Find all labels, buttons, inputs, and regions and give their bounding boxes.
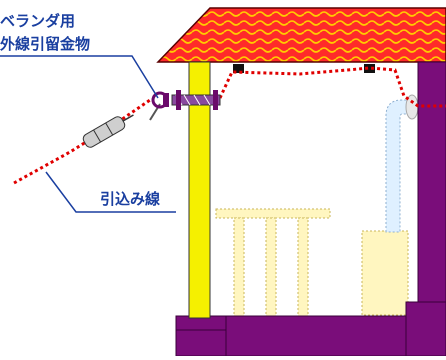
dropwire-leader xyxy=(45,171,176,213)
dropwire-path xyxy=(13,66,446,185)
dropwire-label: 引込み線 xyxy=(100,190,161,208)
beam-block-left xyxy=(233,64,244,73)
pipe xyxy=(385,99,417,233)
bracket-label-line1: ベランダ用 xyxy=(0,12,76,30)
floor-base-right xyxy=(405,301,446,357)
pillar xyxy=(188,61,211,319)
floor-base xyxy=(175,315,409,357)
table xyxy=(215,208,331,319)
right-wall xyxy=(417,61,446,303)
hook-bracket-icon xyxy=(149,90,221,121)
box xyxy=(361,230,409,316)
beam-block-right xyxy=(364,64,375,73)
roof xyxy=(156,7,446,63)
wire-insulator-icon xyxy=(82,114,134,148)
bracket-label-line2: 外線引留金物 xyxy=(0,35,91,53)
bracket-leader xyxy=(0,55,159,99)
